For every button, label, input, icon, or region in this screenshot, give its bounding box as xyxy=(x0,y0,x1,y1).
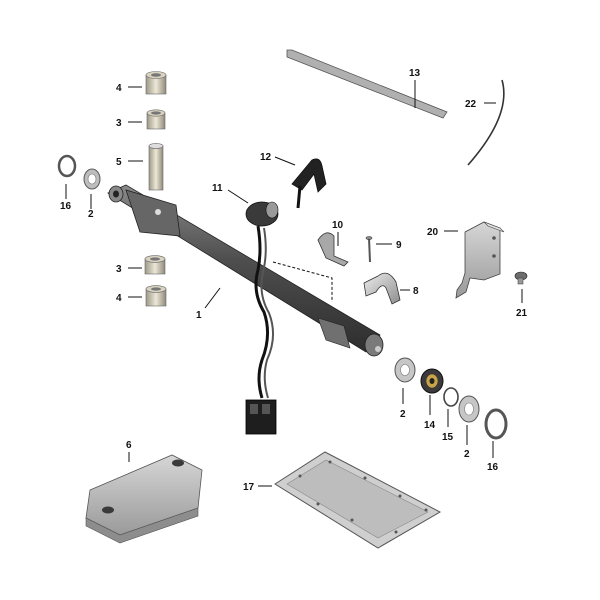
part-21-bolt xyxy=(514,271,528,285)
part-14-bearing xyxy=(420,368,444,394)
callout-2-right-b: 2 xyxy=(464,449,470,460)
callout-8: 8 xyxy=(413,286,419,297)
part-15-snap-ring xyxy=(443,387,459,407)
callout-12: 12 xyxy=(260,152,272,163)
callout-4-lower: 4 xyxy=(116,293,122,304)
part-16-washer-left xyxy=(57,154,77,178)
part-2-washer-right-b xyxy=(458,395,480,423)
callout-3-lower: 3 xyxy=(116,264,122,275)
part-9-pin xyxy=(365,236,373,263)
callout-2-right-a: 2 xyxy=(400,409,406,420)
part-12-clip xyxy=(291,158,327,209)
callout-5: 5 xyxy=(116,157,122,168)
part-3-bushing-top xyxy=(146,109,166,130)
part-4-bushing-top xyxy=(145,71,167,95)
callout-11: 11 xyxy=(212,183,223,194)
callout-2-left: 2 xyxy=(88,209,94,220)
callout-14: 14 xyxy=(424,420,436,431)
callout-20: 20 xyxy=(427,227,439,238)
dashed-link xyxy=(272,261,333,302)
part-3-bushing-lower xyxy=(144,255,166,275)
callout-1: 1 xyxy=(196,310,202,321)
callout-17: 17 xyxy=(243,482,255,493)
part-20-mounting-bracket xyxy=(455,221,505,299)
part-17-cover-plate xyxy=(274,451,442,549)
part-2-washer-right-a xyxy=(394,357,416,383)
part-16-washer-right xyxy=(484,408,508,440)
part-22-wire xyxy=(467,79,505,166)
part-13-strip xyxy=(286,49,448,119)
callout-6: 6 xyxy=(126,440,132,451)
part-2-washer-left xyxy=(83,168,101,190)
part-6-plate xyxy=(85,454,203,544)
callout-10: 10 xyxy=(332,220,344,231)
callout-4-top: 4 xyxy=(116,83,122,94)
part-5-tube xyxy=(148,143,164,191)
callout-22: 22 xyxy=(465,99,477,110)
callout-15: 15 xyxy=(442,432,454,443)
callout-16-left: 16 xyxy=(60,201,72,212)
callout-3-top: 3 xyxy=(116,118,122,129)
part-10-bracket xyxy=(317,232,349,267)
part-8-clamp xyxy=(363,272,401,305)
part-4-bushing-lower xyxy=(145,285,167,307)
part-11-connector-harness xyxy=(245,201,279,435)
part-1-steering-shaft xyxy=(107,184,384,357)
callout-13: 13 xyxy=(409,68,421,79)
callout-9: 9 xyxy=(396,240,402,251)
leader-lines xyxy=(65,80,523,487)
callout-16-right: 16 xyxy=(487,462,499,473)
callout-21: 21 xyxy=(516,308,528,319)
